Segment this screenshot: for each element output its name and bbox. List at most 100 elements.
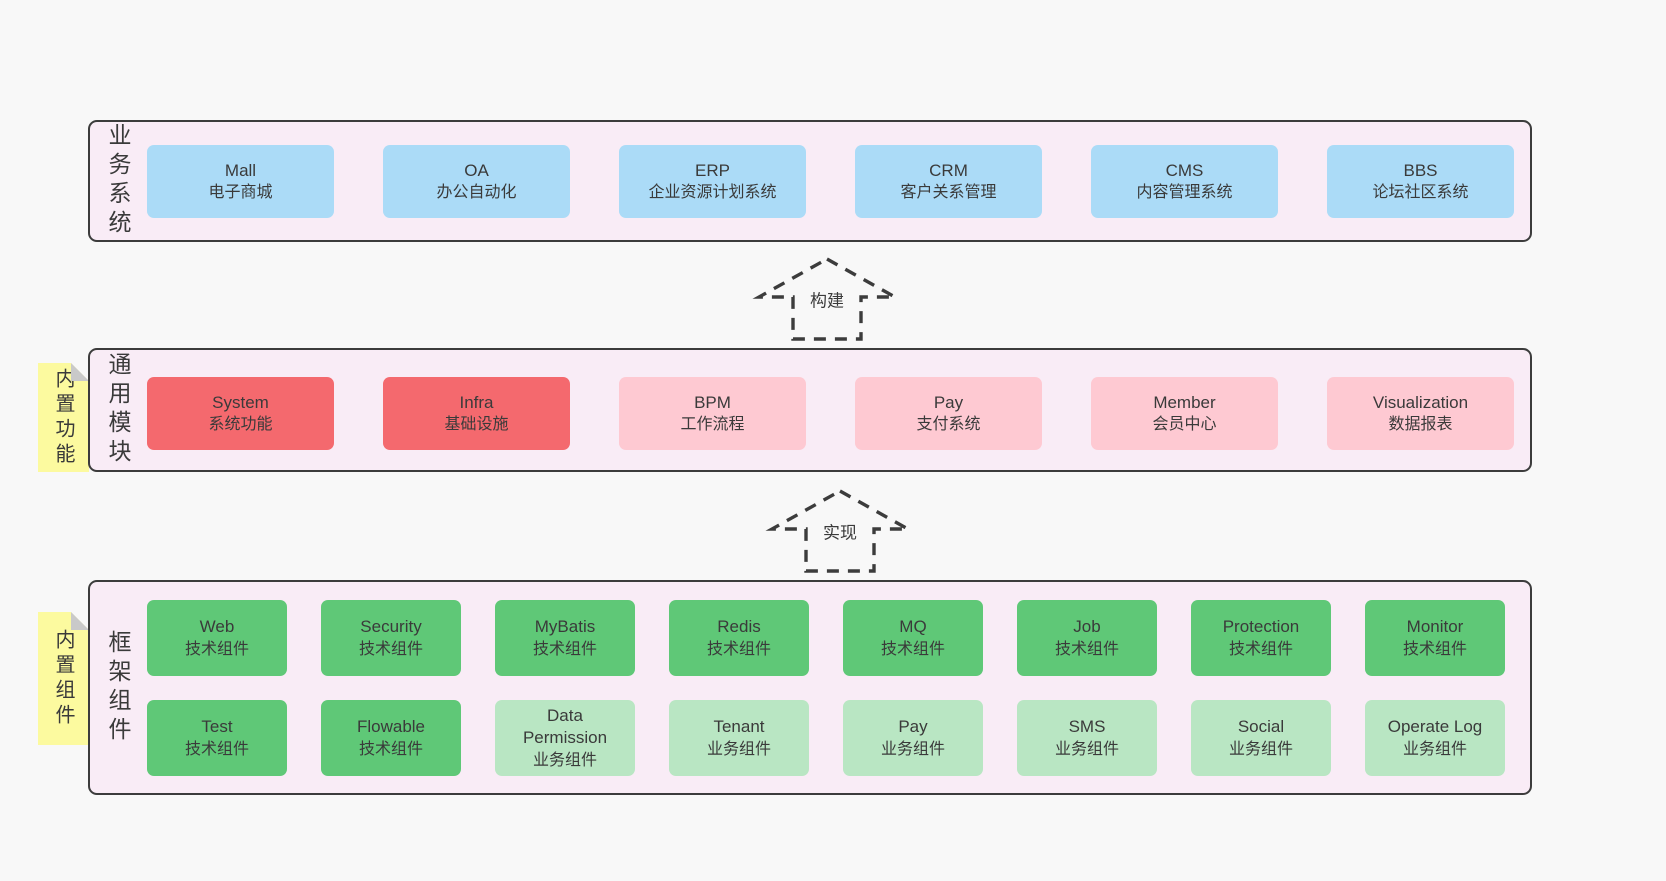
box-title: Monitor: [1406, 617, 1464, 637]
box-subtitle: 数据报表: [1388, 416, 1453, 434]
box-flowable: Flowable 技术组件: [321, 700, 461, 776]
box-oa: OA 办公自动化: [383, 145, 570, 218]
box-title: Operate Log: [1387, 717, 1483, 737]
box-title: Visualization: [1372, 392, 1469, 412]
box-title: Flowable: [356, 717, 426, 737]
box-protection: Protection 技术组件: [1191, 600, 1331, 676]
box-bbs: BBS 论坛社区系统: [1327, 145, 1514, 218]
box-title: Test: [201, 717, 233, 737]
box-pay: Pay 支付系统: [855, 377, 1042, 450]
box-title: MQ: [899, 617, 927, 637]
box-tenant: Tenant 业务组件: [669, 700, 809, 776]
box-title: Protection: [1222, 617, 1300, 637]
box-subtitle: 业务组件: [1054, 740, 1119, 758]
box-pay: Pay 业务组件: [843, 700, 983, 776]
box-subtitle: 客户关系管理: [900, 184, 997, 202]
box-subtitle: 技术组件: [358, 640, 423, 658]
box-subtitle: 技术组件: [184, 740, 249, 758]
box-title: Tenant: [713, 717, 765, 737]
box-title: SMS: [1068, 717, 1106, 737]
box-title: OA: [464, 160, 489, 180]
layer-business-systems: 业务系统 Mall 电子商城 OA 办公自动化 ERP 企业资源计划系统 CRM 客户关系管理…: [88, 120, 1532, 242]
box-subtitle: 业务组件: [880, 740, 945, 758]
box-title: Mall: [224, 160, 257, 180]
box-cms: CMS 内容管理系统: [1091, 145, 1278, 218]
implement-arrow: 实现: [765, 489, 915, 573]
box-title: CRM: [929, 160, 968, 180]
box-operate-log: Operate Log 业务组件: [1365, 700, 1505, 776]
box-job: Job 技术组件: [1017, 600, 1157, 676]
box-crm: CRM 客户关系管理: [855, 145, 1042, 218]
box-title: System: [212, 392, 269, 412]
box-title: Member: [1153, 392, 1216, 412]
box-data-permission: Data Permission 业务组件: [495, 700, 635, 776]
box-mq: MQ 技术组件: [843, 600, 983, 676]
box-title: Pay: [933, 392, 964, 412]
box-subtitle: 业务组件: [1228, 740, 1293, 758]
box-subtitle: 业务组件: [532, 751, 597, 769]
common-modules-row: System 系统功能 Infra 基础设施 BPM 工作流程 Pay 支付系统 Member 会…: [147, 377, 1514, 450]
box-social: Social 业务组件: [1191, 700, 1331, 776]
box-subtitle: 企业资源计划系统: [648, 184, 777, 202]
box-title: MyBatis: [534, 617, 596, 637]
box-subtitle: 工作流程: [680, 416, 745, 434]
sticky-note-builtin-components: 内置组件: [38, 612, 89, 745]
implement-arrow-label: 实现: [820, 517, 860, 545]
box-subtitle: 系统功能: [208, 416, 273, 434]
sticky-note-label: 内置组件: [52, 628, 74, 729]
box-infra: Infra 基础设施: [383, 377, 570, 450]
box-visualization: Visualization 数据报表: [1327, 377, 1514, 450]
business-systems-row: Mall 电子商城 OA 办公自动化 ERP 企业资源计划系统 CRM 客户关系管理 CMS 内容…: [147, 145, 1514, 218]
box-erp: ERP 企业资源计划系统: [619, 145, 806, 218]
box-redis: Redis 技术组件: [669, 600, 809, 676]
box-title: BBS: [1403, 160, 1438, 180]
box-security: Security 技术组件: [321, 600, 461, 676]
box-title: Security: [360, 617, 422, 637]
box-member: Member 会员中心: [1091, 377, 1278, 450]
box-title: Job: [1073, 617, 1101, 637]
box-bpm: BPM 工作流程: [619, 377, 806, 450]
box-title: Data Permission: [522, 706, 608, 748]
box-subtitle: 基础设施: [444, 416, 509, 434]
build-arrow-label: 构建: [807, 285, 847, 313]
box-subtitle: 技术组件: [706, 640, 771, 658]
box-subtitle: 支付系统: [916, 416, 981, 434]
box-title: Pay: [898, 717, 928, 737]
layer-label-business-systems: 业务系统: [105, 123, 131, 239]
box-title: ERP: [695, 160, 730, 180]
box-sms: SMS 业务组件: [1017, 700, 1157, 776]
box-title: Social: [1237, 717, 1285, 737]
box-monitor: Monitor 技术组件: [1365, 600, 1505, 676]
box-subtitle: 办公自动化: [436, 184, 517, 202]
box-subtitle: 内容管理系统: [1136, 184, 1233, 202]
box-subtitle: 会员中心: [1152, 416, 1217, 434]
box-subtitle: 技术组件: [1054, 640, 1119, 658]
box-title: CMS: [1165, 160, 1204, 180]
build-arrow: 构建: [752, 257, 902, 341]
box-subtitle: 技术组件: [1228, 640, 1293, 658]
box-title: Infra: [459, 392, 494, 412]
box-mall: Mall 电子商城: [147, 145, 334, 218]
box-subtitle: 业务组件: [706, 740, 771, 758]
layer-label-framework-components: 框架组件: [105, 629, 131, 746]
box-subtitle: 技术组件: [184, 640, 249, 658]
box-title: BPM: [694, 392, 731, 412]
box-subtitle: 技术组件: [358, 740, 423, 758]
box-subtitle: 电子商城: [208, 184, 273, 202]
box-mybatis: MyBatis 技术组件: [495, 600, 635, 676]
sticky-note-label: 内置功能: [52, 367, 74, 468]
box-subtitle: 技术组件: [1402, 640, 1467, 658]
box-system: System 系统功能: [147, 377, 334, 450]
box-subtitle: 论坛社区系统: [1372, 184, 1469, 202]
box-subtitle: 技术组件: [880, 640, 945, 658]
box-subtitle: 技术组件: [532, 640, 597, 658]
box-title: Redis: [717, 617, 761, 637]
box-test: Test 技术组件: [147, 700, 287, 776]
box-subtitle: 业务组件: [1402, 740, 1467, 758]
sticky-note-builtin-features: 内置功能: [38, 363, 89, 472]
